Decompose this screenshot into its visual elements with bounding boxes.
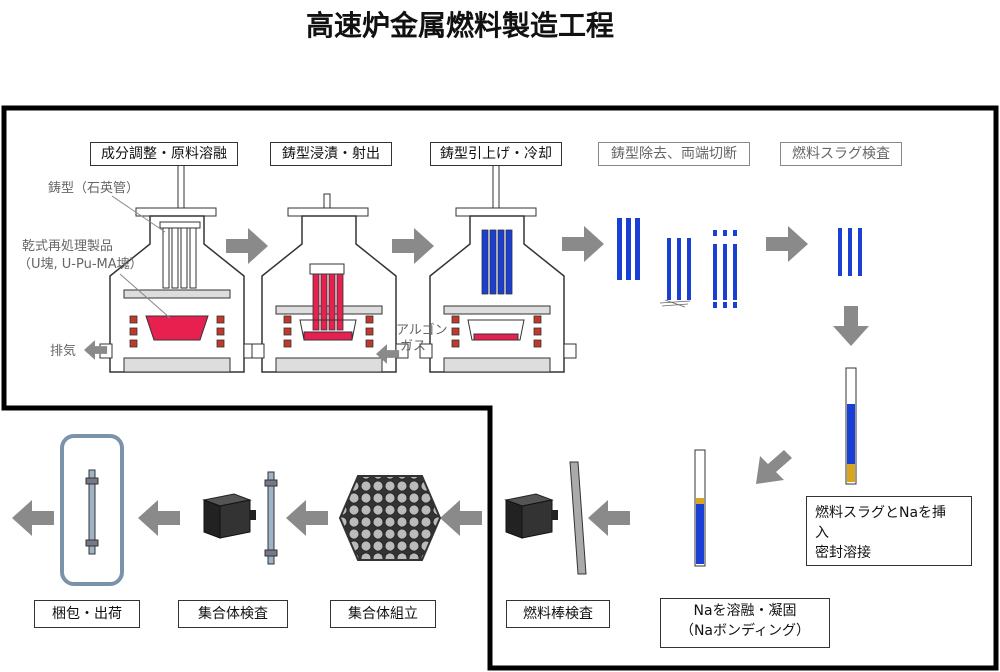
hex-assembly	[338, 475, 442, 561]
arrow-diag	[756, 450, 792, 484]
arrow-down	[833, 306, 869, 346]
process-frame	[1, 105, 999, 671]
step-removal-label: 鋳型除去、両端切断	[598, 142, 750, 166]
na-insert-line1: 燃料スラグとNaを挿	[815, 505, 947, 521]
arrow-5	[588, 500, 630, 536]
furnace-melting	[99, 151, 257, 373]
page-title: 高速炉金属燃料製造工程	[305, 9, 614, 42]
furnace-pulling	[419, 153, 577, 373]
arrow-9	[12, 500, 54, 536]
arrow-8	[138, 500, 180, 536]
na-insert-box: 燃料スラグとNaを挿 入 密封溶接	[806, 496, 972, 566]
step-dipping-label: 鋳型浸漬・射出	[270, 142, 392, 166]
arrow-7	[286, 500, 328, 536]
arrow-1	[226, 228, 268, 264]
na-insert-line2: 入	[815, 525, 829, 541]
camera-2	[202, 493, 256, 539]
step-rod-inspection-label: 燃料棒検査	[506, 600, 610, 628]
mold-note: 鋳型（石英管）	[48, 181, 140, 196]
step-slug-inspection-label: 燃料スラグ検査	[780, 142, 902, 166]
quartz-debris	[659, 299, 691, 308]
step-assembly-inspection-label: 集合体検査	[178, 600, 288, 628]
feed-note-line1: 乾式再処理製品	[22, 239, 114, 254]
arrow-4	[766, 226, 808, 262]
crucible-note: るつぼ	[160, 342, 199, 357]
furnace-dipping	[251, 193, 409, 373]
cladding-tube-1	[845, 367, 857, 485]
shipping-container	[60, 434, 124, 586]
camera-1	[504, 493, 558, 539]
fuel-slugs	[838, 228, 862, 276]
assembly-rod	[264, 471, 278, 565]
step-melting-label: 成分調整・原料溶融	[90, 142, 238, 166]
feed-note-line2: （U塊, U-Pu-MA塊）	[18, 257, 143, 272]
bonding-box: Naを溶融・凝固 （Naボンディング）	[660, 598, 830, 648]
na-insert-line3: 密封溶接	[815, 545, 871, 561]
step-assembly-label: 集合体組立	[330, 600, 436, 628]
cladding-tube-2	[694, 449, 706, 567]
arrow-6	[440, 500, 482, 536]
fuel-rod	[569, 461, 587, 575]
bonding-line2: （Naボンディング）	[679, 623, 811, 639]
step-pulling-label: 鋳型引上げ・冷却	[430, 142, 562, 166]
exhaust-note: 排気	[50, 344, 77, 359]
bonding-line1: Naを溶融・凝固	[693, 603, 797, 619]
arrow-3	[562, 226, 604, 262]
argon-note-line2: ガス	[400, 339, 427, 354]
argon-note-line1: アルゴン	[396, 323, 448, 338]
crucible	[145, 315, 209, 341]
step-packing-label: 梱包・出荷	[34, 600, 140, 628]
cut-rods	[617, 218, 737, 308]
arrow-2	[392, 228, 434, 264]
